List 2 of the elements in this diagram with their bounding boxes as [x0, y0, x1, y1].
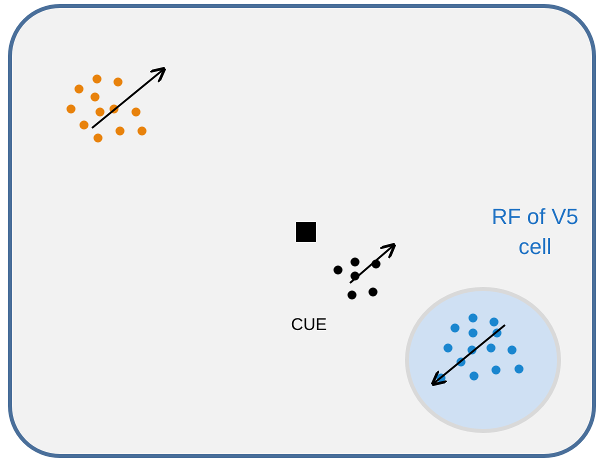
cue-label: CUE — [291, 315, 327, 335]
field-label: RF of V5 cell — [490, 203, 580, 261]
